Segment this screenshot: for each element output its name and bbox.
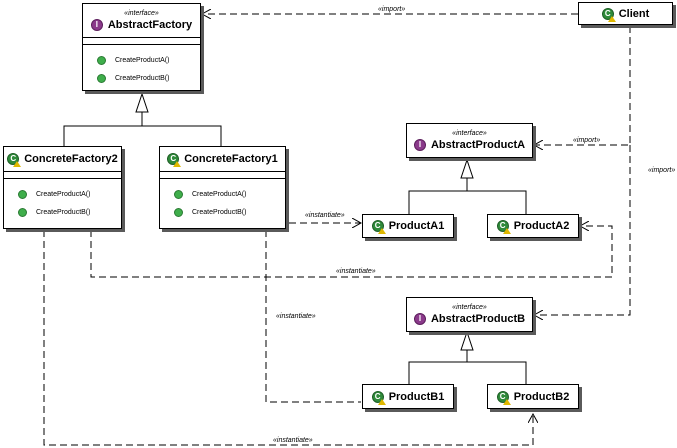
- attributes-compartment: [4, 172, 121, 179]
- class-name: Client: [618, 7, 650, 20]
- class-name: ProductB1: [388, 390, 445, 403]
- abstract-product-a-class[interactable]: «interface» I AbstractProductA: [406, 123, 533, 158]
- operation-label: CreateProductB(): [36, 208, 91, 216]
- import-label: «import»: [648, 167, 676, 174]
- class-name: AbstractProductB: [430, 313, 526, 325]
- client-class[interactable]: C Client: [578, 2, 673, 25]
- product-b-generalization: [408, 330, 527, 384]
- class-icon: C: [496, 220, 511, 234]
- client-import-b-line: [534, 145, 631, 315]
- class-name: AbstractProductA: [430, 139, 526, 151]
- operation-item[interactable]: CreateProductB(): [18, 203, 121, 221]
- stereotype-label: «interface»: [452, 130, 487, 137]
- operation-item[interactable]: CreateProductB(): [97, 69, 200, 87]
- public-operation-icon: [174, 189, 183, 199]
- instantiate-label: «instantiate»: [273, 437, 313, 444]
- instantiate-label: «instantiate»: [276, 313, 316, 320]
- import-label: «import»: [573, 137, 601, 144]
- public-operation-icon: [97, 73, 106, 83]
- product-b1-class[interactable]: C ProductB1: [362, 384, 454, 409]
- class-icon: C: [601, 7, 616, 22]
- class-name: ProductA1: [388, 220, 445, 232]
- public-operation-icon: [18, 207, 27, 217]
- concrete-factory-1-class[interactable]: C ConcreteFactory1 CreateProductA() Crea…: [159, 146, 286, 229]
- class-name: AbstractFactory: [107, 19, 193, 31]
- instantiate-label: «instantiate»: [336, 268, 376, 275]
- product-a-generalization: [408, 158, 527, 214]
- class-name: ProductB2: [513, 390, 570, 403]
- operation-item[interactable]: CreateProductA(): [18, 185, 121, 203]
- class-name: ProductA2: [513, 220, 570, 232]
- class-header: «interface» I AbstractFactory: [83, 4, 200, 38]
- client-import-a-line: [534, 26, 631, 145]
- product-b2-class[interactable]: C ProductB2: [487, 384, 579, 409]
- instantiate-b1-line: [265, 230, 361, 403]
- class-header: C ConcreteFactory1: [160, 147, 285, 172]
- instantiate-b2-line: [43, 230, 533, 446]
- class-icon: C: [371, 220, 386, 234]
- operation-label: CreateProductA(): [115, 56, 170, 64]
- public-operation-icon: [174, 207, 183, 217]
- operations-compartment: CreateProductA() CreateProductB(): [4, 179, 121, 221]
- class-icon: C: [167, 153, 182, 167]
- class-header: «interface» I AbstractProductA: [407, 124, 532, 157]
- attributes-compartment: [83, 38, 200, 45]
- factory-generalization: [63, 92, 222, 146]
- operation-label: CreateProductA(): [36, 190, 91, 198]
- attributes-compartment: [160, 172, 285, 179]
- interface-icon: I: [90, 19, 103, 31]
- abstract-factory-class[interactable]: «interface» I AbstractFactory CreateProd…: [82, 3, 201, 91]
- stereotype-label: «interface»: [124, 10, 159, 17]
- interface-icon: I: [413, 139, 426, 151]
- operation-item[interactable]: CreateProductB(): [174, 203, 285, 221]
- class-header: «interface» I AbstractProductB: [407, 298, 532, 331]
- public-operation-icon: [18, 189, 27, 199]
- operations-compartment: CreateProductA() CreateProductB(): [160, 179, 285, 221]
- concrete-factory-2-class[interactable]: C ConcreteFactory2 CreateProductA() Crea…: [3, 146, 122, 229]
- operation-label: CreateProductB(): [115, 74, 170, 82]
- stereotype-label: «interface»: [452, 304, 487, 311]
- class-icon: C: [7, 153, 22, 167]
- instantiate-label: «instantiate»: [305, 212, 345, 219]
- class-header: C ConcreteFactory2: [4, 147, 121, 172]
- operation-label: CreateProductA(): [192, 190, 247, 198]
- product-a2-class[interactable]: C ProductA2: [487, 214, 579, 238]
- operations-compartment: CreateProductA() CreateProductB(): [83, 45, 200, 87]
- operation-label: CreateProductB(): [192, 208, 247, 216]
- class-name: ConcreteFactory1: [184, 153, 278, 165]
- public-operation-icon: [97, 55, 106, 65]
- class-icon: C: [496, 390, 511, 405]
- class-name: ConcreteFactory2: [24, 153, 118, 165]
- import-label: «import»: [378, 6, 406, 13]
- operation-item[interactable]: CreateProductA(): [174, 185, 285, 203]
- operation-item[interactable]: CreateProductA(): [97, 51, 200, 69]
- product-a1-class[interactable]: C ProductA1: [362, 214, 454, 238]
- interface-icon: I: [413, 313, 426, 325]
- abstract-product-b-class[interactable]: «interface» I AbstractProductB: [406, 297, 533, 332]
- class-icon: C: [371, 390, 386, 405]
- instantiate-a2-line: [90, 226, 613, 278]
